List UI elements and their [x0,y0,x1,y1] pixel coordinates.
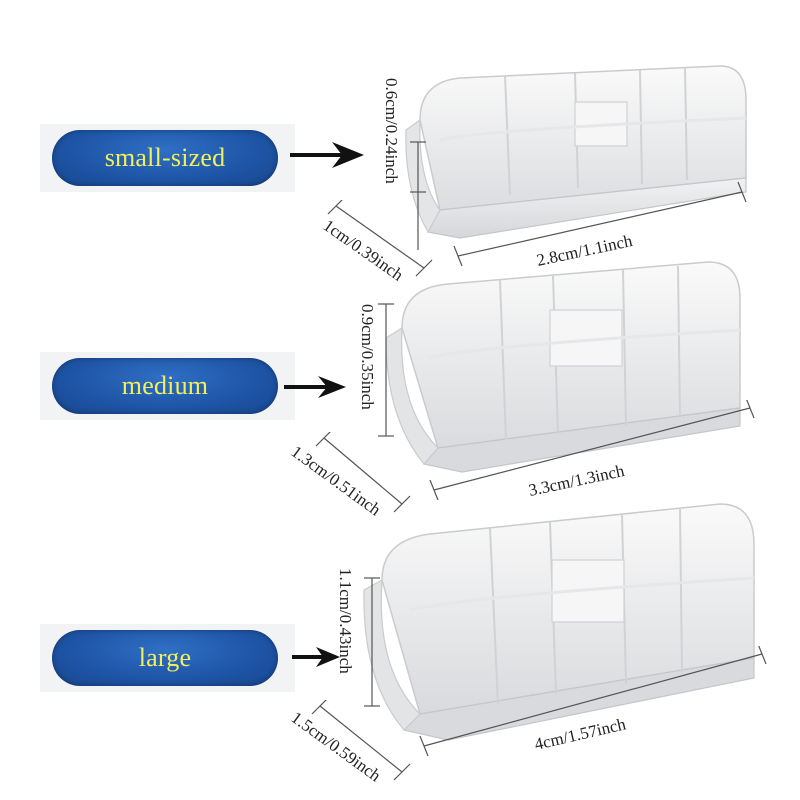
arrow-right-icon [284,376,346,398]
size-badge-small: small-sized [52,130,278,186]
size-badge-medium: medium [52,358,278,414]
dim-height-large-text: 1.1cm/0.43inch [336,568,355,674]
size-label-medium: medium [121,371,209,400]
clip-image-medium [378,261,741,473]
dim-depth-small: 1cm/0.39inch [320,200,433,285]
dim-height-medium-text: 0.9cm/0.35inch [358,304,377,410]
dim-length-large: 4cm/1.57inch [419,646,767,756]
dim-height-large: 1.1cm/0.43inch [336,568,355,674]
dim-length-medium-text: 3.3cm/1.3inch [527,461,627,500]
arrow-right-icon [292,647,340,667]
dim-depth-large: 1.5cm/0.59inch [288,700,411,786]
clip-image-large [363,503,755,741]
dim-depth-medium: 1.3cm/0.51inch [288,432,411,520]
dim-height-medium: 0.9cm/0.35inch [358,304,377,410]
clip-image-small [405,65,747,250]
dim-height-small-text: 0.6cm/0.24inch [382,78,401,184]
size-label-large: large [138,643,192,672]
arrow-right-icon [290,142,364,168]
dim-length-medium: 3.3cm/1.3inch [429,400,755,500]
dim-length-large-text: 4cm/1.57inch [533,714,628,754]
size-label-small: small-sized [104,143,226,172]
size-badge-large: large [52,630,278,686]
dim-height-small: 0.6cm/0.24inch [382,78,401,184]
dim-length-small: 2.8cm/1.1inch [453,181,747,268]
